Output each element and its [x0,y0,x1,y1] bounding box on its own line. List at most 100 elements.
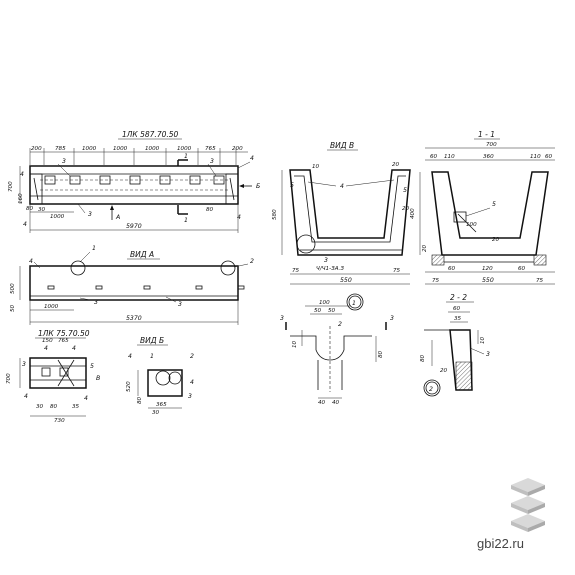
site-domain[interactable]: gbi22.ru [477,536,524,551]
callout-3-bottom: 3 [88,211,92,218]
dim-500-view-a: 500 [10,283,16,294]
cut-3-left: 3 [280,315,284,322]
dim-80-detail-2: 80 [420,354,426,362]
arrow-b-label: Б [256,183,260,190]
callout-4-view-b: 4 [128,353,132,360]
note-rebar: Ч/Ч1-ЗА.З [316,266,344,272]
dim-360-section: 360 [483,154,494,160]
view-v-section: ВИД В 4 5 5 10 20 20 3 Ч/Ч1-ЗА.З 580 75 … [272,141,411,285]
dim-20-section: 20 [492,237,500,243]
dim-1000-a: 1000 [82,146,97,152]
callout-2-detail-1: 2 [338,321,342,328]
callout-3-view-a-left: 3 [94,299,98,306]
dim-40-detail-1-a: 40 [318,400,326,406]
dim-110-section-right: 110 [530,154,541,160]
title-mark-main: 1ЛК 587.70.50 [122,130,179,139]
dim-75-view-v-right: 75 [393,268,401,274]
title-section-1-1: 1 - 1 [478,130,495,139]
dim-75-section-right: 75 [536,278,544,284]
dim-700-section: 700 [486,142,497,148]
callout-4-bottom-right: 4 [237,214,241,221]
cut-3-right: 3 [390,315,394,322]
dim-100-section: 100 [466,222,477,228]
dim-80-detail-1: 80 [378,350,384,358]
dim-60-section-right: 60 [545,154,553,160]
callout-2-view-b: 2 [190,353,194,360]
title-view-v: ВИД В [330,141,354,150]
dim-20-view-v: 20 [402,206,410,212]
detail-1-number: 1 [352,300,356,307]
callout-3-small: 3 [22,361,26,368]
dim-110-section-left: 110 [444,154,455,160]
dim-80-bottom-right: 80 [206,207,214,213]
dim-50-detail-1-a: 50 [314,308,322,314]
dim-785-left: 785 [55,146,66,152]
callout-4-small-b: 4 [72,345,76,352]
dim-200-right: 200 [232,146,243,152]
callout-4-view-v: 4 [340,183,344,190]
dim-550-section: 550 [482,277,494,284]
small-elevation: 1ЛК 75.70.50 150 765 4 4 5 В 3 4 4 700 3… [6,329,100,424]
dim-10-view-v: 10 [312,164,320,170]
dim-60-detail-2: 60 [453,306,461,312]
dim-1000-view-a: 1000 [44,304,59,310]
callout-4-small-a: 4 [44,345,48,352]
section-1-1: 1 - 1 700 60 110 360 110 60 5 100 20 400… [410,130,555,285]
title-section-2-2: 2 - 2 [450,293,467,302]
dim-20-section-side: 20 [422,244,428,252]
dim-35-small: 35 [72,404,80,410]
dim-10-detail-1: 10 [292,340,298,348]
detail-1: 1 100 50 50 3 3 2 10 80 40 40 [280,293,394,406]
dim-765-small: 765 [58,338,69,344]
dim-150-small: 150 [42,338,53,344]
dim-30-view-b: 30 [152,410,160,416]
arrow-v-small: В [96,375,100,382]
dim-50-view-a: 50 [10,304,16,312]
cut-1-bottom: 1 [184,217,188,224]
cut-1-top: 1 [184,153,188,160]
callout-5-small: 5 [90,363,94,370]
dim-5370-view-a: 5370 [126,315,142,322]
dim-580-view-v: 580 [272,209,278,220]
dim-40-detail-1-b: 40 [332,400,340,406]
dim-10-detail-2: 10 [480,336,486,344]
dim-700-left: 700 [8,181,14,192]
dim-200-left: 200 [31,146,42,152]
callout-3-top: 3 [62,158,66,165]
dim-35-detail-2: 35 [454,316,462,322]
title-view-a: ВИД А [130,250,154,259]
arrow-a-label: А [115,214,120,221]
callout-3-view-a-right: 3 [178,301,182,308]
site-logo [511,478,545,532]
dim-120-section: 120 [482,266,493,272]
view-a: ВИД А 1 2 4 3 3 500 50 1000 5370 [10,245,254,325]
callout-3-detail-2: 3 [486,351,490,358]
dim-730-small: 730 [54,418,65,424]
callout-4-small-c: 4 [24,393,28,400]
callout-4-view-b-right: 4 [190,379,194,386]
callout-4-view-a: 4 [29,258,33,265]
title-mark-small: 1ЛК 75.70.50 [38,329,90,338]
detail-2-number: 2 [429,386,433,393]
dim-50-detail-1-b: 50 [328,308,336,314]
callout-1-view-a: 1 [92,245,96,252]
callout-5-view-v-left: 5 [290,182,294,189]
dim-700-small: 700 [6,373,12,384]
dim-400-section: 400 [410,208,416,219]
dim-30-bottom: 30 [38,207,46,213]
callout-2-view-a: 2 [250,258,254,265]
main-elevation: 1ЛК 587.70.50 200 785 1000 1000 1000 100… [8,130,260,233]
view-b-small: ВИД Б 4 1 2 4 3 520 80 365 30 [126,336,194,416]
callout-4-right: 4 [250,155,254,162]
dim-75-view-v-left: 75 [292,268,300,274]
dim-60-section-bottom-right: 60 [518,266,526,272]
dim-160: 160 [18,193,24,204]
dim-550-view-v: 550 [340,277,352,284]
callout-4-left: 4 [20,171,24,178]
callout-5-section: 5 [492,201,496,208]
dim-1000-d: 1000 [177,146,192,152]
dim-5970-total: 5970 [126,223,142,230]
callout-4-bottom: 4 [23,221,27,228]
callout-4-small-d: 4 [84,395,88,402]
